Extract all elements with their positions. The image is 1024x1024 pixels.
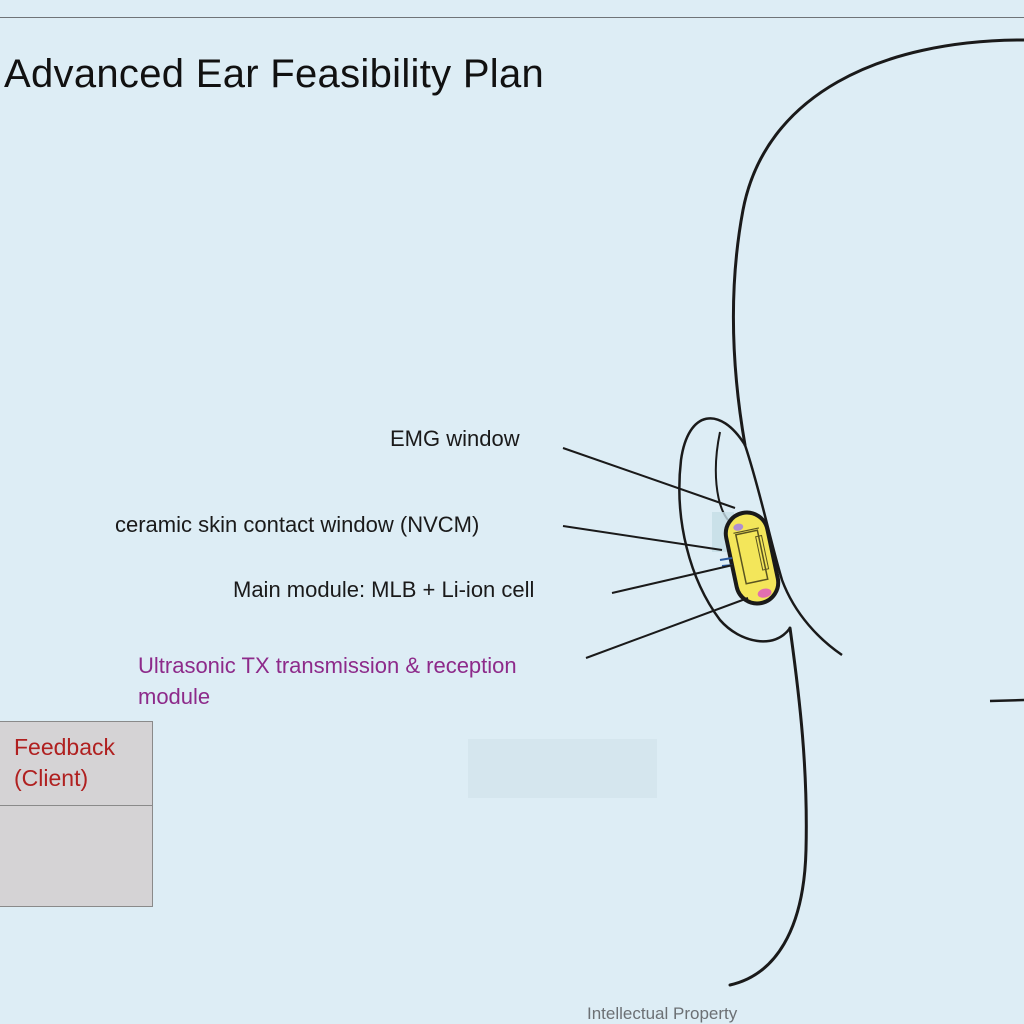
- feedback-subtitle: (Client): [14, 765, 89, 791]
- placeholder-box: [468, 739, 657, 798]
- label-ultrasonic-module: Ultrasonic TX transmission & reception m…: [138, 650, 517, 712]
- leader-ultrasonic: [585, 597, 749, 659]
- device-inner-board: [734, 529, 769, 585]
- leader-ceramic: [562, 525, 723, 551]
- head-back-line: [989, 698, 1024, 703]
- label-emg-window: EMG window: [390, 426, 520, 451]
- ultrasonic-transducer-dot: [757, 588, 772, 598]
- jaw-line: [743, 444, 843, 657]
- device-body: [723, 510, 781, 606]
- ear-device: [723, 510, 781, 606]
- leader-main: [611, 564, 734, 594]
- label-main-module: Main module: MLB + Li-ion cell: [233, 577, 535, 602]
- top-rule: [0, 17, 1024, 18]
- head-outline: [731, 38, 1024, 447]
- inner-ear-curve: [714, 431, 729, 521]
- feedback-title: Feedback: [14, 734, 116, 760]
- label-ultrasonic-line1: Ultrasonic TX transmission & reception: [138, 653, 517, 678]
- feedback-header: Feedback (Client): [0, 722, 152, 806]
- device-inner-cell: [755, 534, 770, 571]
- footer-note: Intellectual Property: [587, 1004, 738, 1023]
- neck-outline: [728, 626, 808, 987]
- label-ultrasonic-line2: module: [138, 684, 211, 709]
- label-ceramic-window: ceramic skin contact window (NVCM): [115, 512, 480, 537]
- feedback-panel: Feedback (Client): [0, 721, 153, 907]
- page-title: Advanced Ear Feasibility Plan: [4, 52, 545, 96]
- device-contact-dot: [733, 523, 744, 531]
- outer-ear-outline: [678, 417, 792, 643]
- leader-emg: [562, 447, 736, 509]
